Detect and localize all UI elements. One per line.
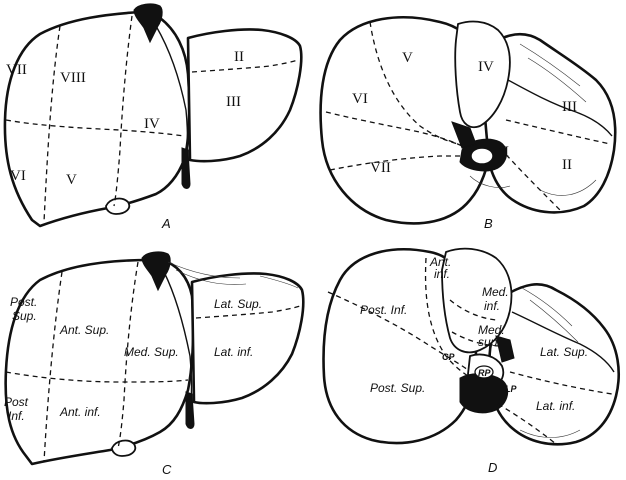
panel-a-label-ii: II (234, 49, 244, 65)
panel-c-label-inf: Inf. (8, 409, 25, 423)
panel-d-hatching (519, 287, 581, 438)
panel-d-label-med: Med. (482, 285, 509, 299)
panel-c-dash-2 (117, 261, 139, 449)
panel-d-dash-6 (497, 403, 557, 445)
panel-b-portal-vessel (470, 147, 494, 165)
panel-b-letter: B (484, 216, 493, 231)
panel-c-label-ant-inf: Ant. inf. (59, 405, 101, 419)
panel-d-dash-3 (449, 299, 497, 321)
panel-a-vena-cava (133, 3, 163, 44)
panel-c-dash-3 (5, 371, 189, 383)
panel-c-gallbladder (111, 439, 137, 457)
panel-a-label-iv: IV (144, 116, 160, 132)
panel-d-ligament-dark (495, 335, 515, 363)
panel-b: V IV VI III VII I II B (319, 16, 617, 231)
panel-b-label-v: V (402, 50, 413, 66)
panel-d-label-ant: Ant. (429, 255, 451, 269)
panel-b-dash-4 (505, 119, 611, 145)
panel-d-dash-1 (424, 257, 469, 377)
panel-a-label-iii: III (226, 94, 241, 110)
panel-d-label-post-sup: Post. Sup. (370, 381, 425, 395)
panel-c-dash-1 (43, 271, 63, 463)
panel-b-dash-3 (329, 155, 462, 171)
panel-b-solid-divider (507, 79, 613, 137)
panel-a-label-vi: VI (10, 168, 26, 184)
panel-c-label-med-sup: Med. Sup. (124, 345, 179, 359)
panel-b-quadrate-outline (454, 20, 511, 129)
panel-d-label-post-inf: Post. Inf. (360, 303, 407, 317)
panel-d-dash-5 (509, 371, 613, 395)
panel-d-label-lat-sup: Lat. Sup. (540, 345, 588, 359)
panel-b-label-vii: VII (370, 160, 391, 176)
panel-c: Post. Sup. Ant. Sup. Med. Sup. Lat. Sup.… (4, 251, 305, 477)
panel-b-label-iv: IV (478, 59, 494, 75)
panel-a-label-v: V (66, 172, 77, 188)
panel-b-label-i: I (504, 144, 509, 160)
panel-d-label-ant-inf: inf. (434, 267, 450, 281)
panel-d-label-med2: Med. (478, 323, 505, 337)
panel-d-label-lp: LP (505, 384, 517, 394)
panel-a-left-lobe-outline (186, 28, 303, 163)
panel-d-dash-2 (327, 291, 469, 371)
panel-a-dash-1 (43, 25, 61, 223)
panel-d-porta-dark (459, 373, 509, 414)
panel-c-label-ant-sup: Ant. Sup. (59, 323, 109, 337)
panel-a-dash-3 (5, 119, 185, 137)
panel-a-label-viii: VIII (60, 70, 86, 86)
panel-a-label-vii: VII (6, 62, 27, 78)
panel-d-label-med-inf: inf. (484, 299, 500, 313)
panel-a-dash-2 (113, 15, 133, 207)
panel-c-label-lat-inf: Lat. inf. (214, 345, 253, 359)
panel-d: Ant. inf. Med. inf. Post. Inf. Med. sup.… (322, 247, 620, 475)
panel-c-label-post: Post. (10, 295, 37, 309)
panel-d-quadrate-outline (441, 247, 513, 354)
panel-a-gallbladder (105, 197, 131, 215)
panel-c-ligamentum (185, 391, 195, 429)
panel-b-dash-2 (325, 111, 463, 147)
panel-c-label-lat-sup: Lat. Sup. (214, 297, 262, 311)
panel-a-letter: A (161, 216, 171, 231)
panel-c-dash-4 (195, 305, 301, 319)
panel-d-letter: D (488, 460, 497, 475)
panel-d-label-lat-inf: Lat. inf. (536, 399, 575, 413)
panel-a: VII VIII IV II III VI V A (3, 3, 303, 231)
panel-c-vena-cava (141, 251, 171, 292)
panel-a-dash-4 (191, 59, 299, 73)
panel-b-label-vi: VI (352, 91, 368, 107)
panel-d-label-rp: RP (478, 368, 491, 378)
panel-a-right-lobe-outline (3, 10, 191, 228)
panel-b-dash-1 (369, 21, 469, 147)
panel-c-label-post2: Post (4, 395, 29, 409)
panel-b-label-ii: II (562, 157, 572, 173)
panel-c-label-sup: Sup. (12, 309, 37, 323)
panel-d-solid-divider (511, 311, 615, 373)
panel-c-hatching (167, 261, 299, 289)
panel-c-right-lobe-outline (4, 258, 195, 466)
panel-a-ligamentum-teres (181, 147, 191, 189)
panel-d-label-cp: CP (442, 352, 455, 362)
panel-c-left-lobe-outline (190, 272, 305, 405)
panel-c-letter: C (162, 462, 172, 477)
panel-b-label-iii: III (562, 99, 577, 115)
panel-d-portal-vessel (474, 365, 494, 379)
panel-d-label-sup: sup. (478, 335, 501, 349)
panel-b-ligament-dark (451, 121, 477, 149)
panel-d-dash-4 (451, 331, 501, 347)
panel-b-hatching (469, 43, 597, 196)
